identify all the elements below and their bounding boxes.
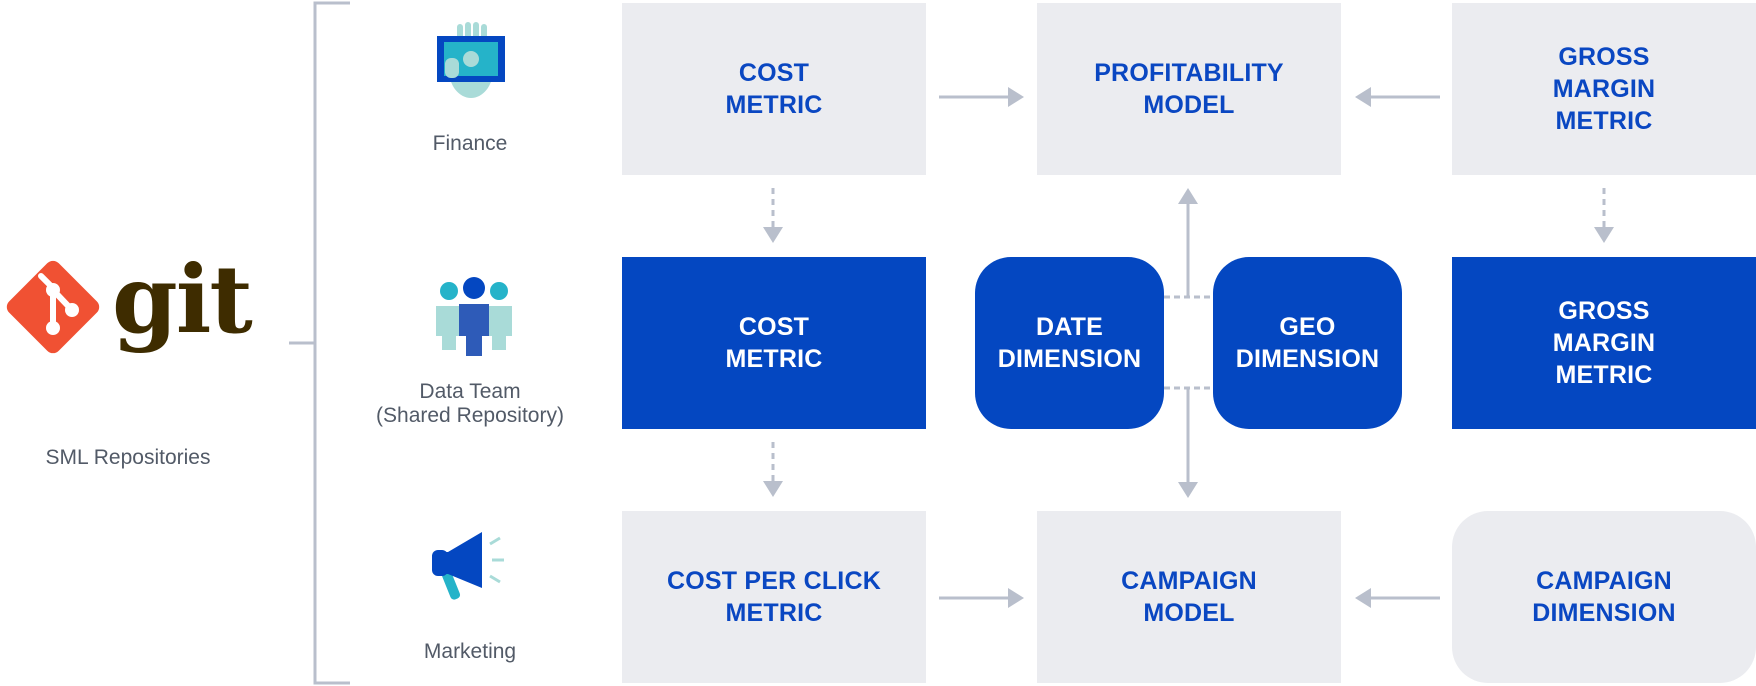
team-people-icon xyxy=(436,277,512,356)
campaign-model-box: CAMPAIGN MODEL xyxy=(1037,511,1341,683)
finance-gross-margin-metric-box: GROSS MARGIN METRIC xyxy=(1452,3,1756,175)
finance-cost-metric-box: COST METRIC xyxy=(622,3,926,175)
repo-caption: SML Repositories xyxy=(45,446,211,469)
git-wordmark: git xyxy=(112,245,253,355)
cost-per-click-metric-box: COST PER CLICK METRIC xyxy=(622,511,926,683)
team-label-data: Data Team (Shared Repository) xyxy=(376,380,564,427)
profitability-model-box: PROFITABILITY MODEL xyxy=(1037,3,1341,175)
team-label-finance: Finance xyxy=(432,132,508,155)
data-cost-metric-box: COST METRIC xyxy=(622,257,926,429)
git-logo: git xyxy=(0,250,260,358)
data-gross-margin-metric-box: GROSS MARGIN METRIC xyxy=(1452,257,1756,429)
team-label-marketing: Marketing xyxy=(423,640,517,663)
megaphone-icon xyxy=(432,532,504,600)
date-dimension-box: DATE DIMENSION xyxy=(975,257,1164,429)
geo-dimension-box: GEO DIMENSION xyxy=(1213,257,1402,429)
money-hand-icon xyxy=(437,22,505,98)
campaign-dimension-box: CAMPAIGN DIMENSION xyxy=(1452,511,1756,683)
git-diamond-icon xyxy=(6,260,100,354)
